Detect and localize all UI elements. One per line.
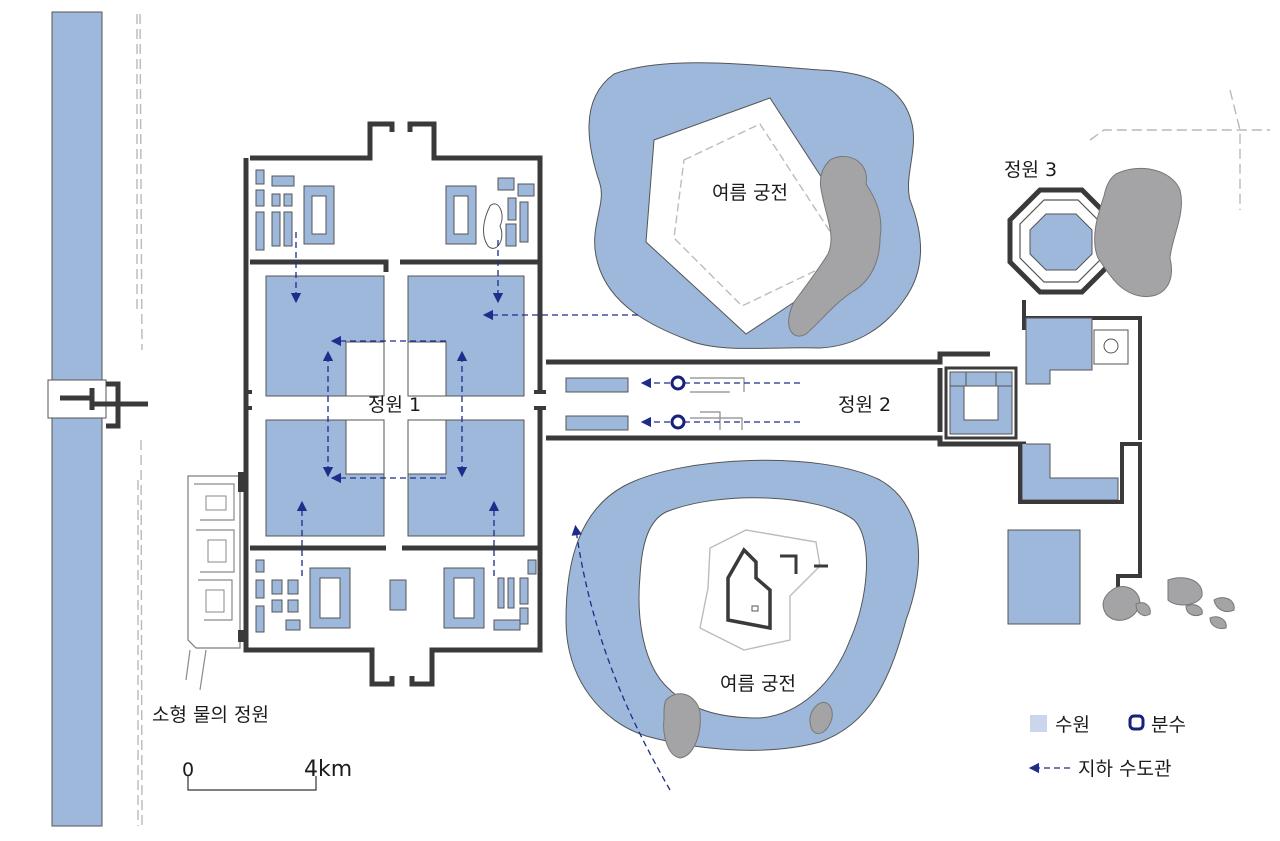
- garden-3-label: 정원 3: [1004, 159, 1057, 181]
- legend-fountain-label: 분수: [1151, 714, 1186, 736]
- north-lake: [588, 62, 922, 349]
- garden-2-label: 정원 2: [838, 394, 891, 416]
- south-lake: [565, 459, 920, 759]
- legend: 수원 분수 지하 수도관: [1028, 714, 1186, 780]
- garden-1-plan: [243, 121, 546, 687]
- pipe-arrow: [571, 524, 671, 791]
- summer-palace-north-label: 여름 궁전: [712, 182, 788, 204]
- garden-3-plan: [1007, 89, 1270, 629]
- underground-pipes: [290, 232, 800, 791]
- legend-fountain-icon: [1128, 714, 1145, 731]
- scale-zero-label: 0: [182, 759, 194, 781]
- left-canal: [47, 11, 148, 827]
- scale-bar: 0 4km: [182, 757, 352, 791]
- fountain-symbol: [670, 414, 686, 430]
- scale-end-label: 4km: [304, 757, 352, 782]
- small-water-garden-label: 소형 물의 정원: [152, 704, 269, 726]
- fountains: [670, 375, 686, 430]
- garden-1-label: 정원 1: [368, 394, 421, 416]
- garden-2-plan: [546, 351, 1026, 447]
- legend-water-label: 수원: [1055, 714, 1090, 736]
- small-water-garden-plan: [185, 472, 246, 691]
- fountain-symbol: [670, 375, 686, 391]
- summer-palace-south-label: 여름 궁전: [720, 673, 796, 695]
- legend-water-swatch: [1030, 715, 1047, 732]
- legend-pipe-label: 지하 수도관: [1078, 758, 1171, 780]
